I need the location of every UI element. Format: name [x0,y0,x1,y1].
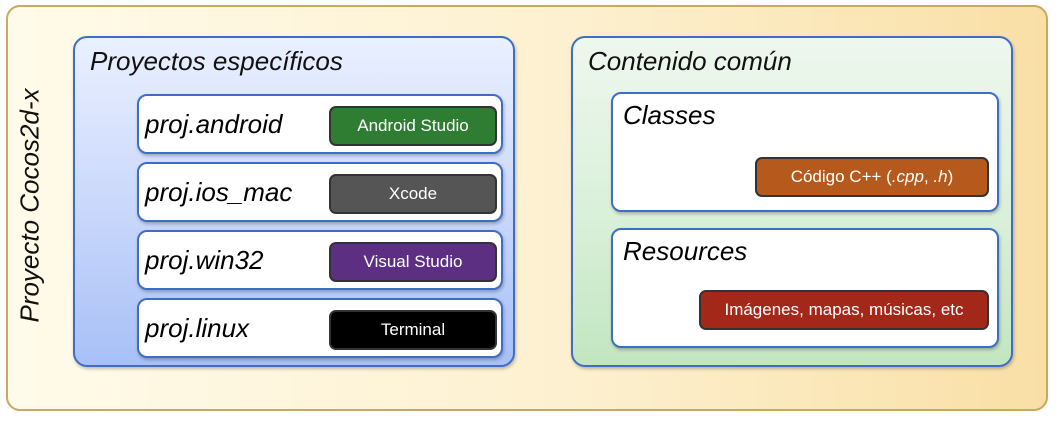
cpp-tag-suffix: ) [947,167,954,186]
classes-title: Classes [623,100,716,130]
tool-badge-visual-studio: Visual Studio [329,242,497,282]
resources-title: Resources [623,236,748,266]
tool-badge-android-studio: Android Studio [329,106,497,146]
specific-projects-title: Proyectos específicos [90,46,343,76]
h-ext: .h [933,167,948,186]
specific-projects-panel: Proyectos específicos proj.android Andro… [73,36,515,367]
project-title-vertical: Proyecto Cocos2d-x [10,0,50,410]
proj-row-linux: proj.linux Terminal [137,298,503,358]
proj-row-android: proj.android Android Studio [137,94,503,154]
common-content-panel: Contenido común Classes Código C++ (.cpp… [571,36,1013,367]
resources-box: Resources Imágenes, mapas, músicas, etc [611,228,999,348]
project-title: Proyecto Cocos2d-x [14,87,45,323]
cpp-tag-prefix: Código C++ ( [790,167,892,186]
proj-name: proj.linux [145,313,250,343]
common-content-title: Contenido común [588,46,792,76]
classes-box: Classes Código C++ (.cpp, .h) [611,92,999,212]
proj-row-ios-mac: proj.ios_mac Xcode [137,162,503,222]
cpp-ext: .cpp [891,167,924,186]
proj-name: proj.win32 [145,245,264,275]
proj-name: proj.android [145,109,283,139]
proj-row-win32: proj.win32 Visual Studio [137,230,503,290]
proj-name: proj.ios_mac [145,177,293,207]
tool-badge-xcode: Xcode [329,174,497,214]
cpp-tag-sep: , [923,167,934,186]
cpp-code-badge: Código C++ (.cpp, .h) [755,157,989,197]
tool-badge-terminal: Terminal [329,310,497,350]
resources-badge: Imágenes, mapas, músicas, etc [699,290,989,330]
